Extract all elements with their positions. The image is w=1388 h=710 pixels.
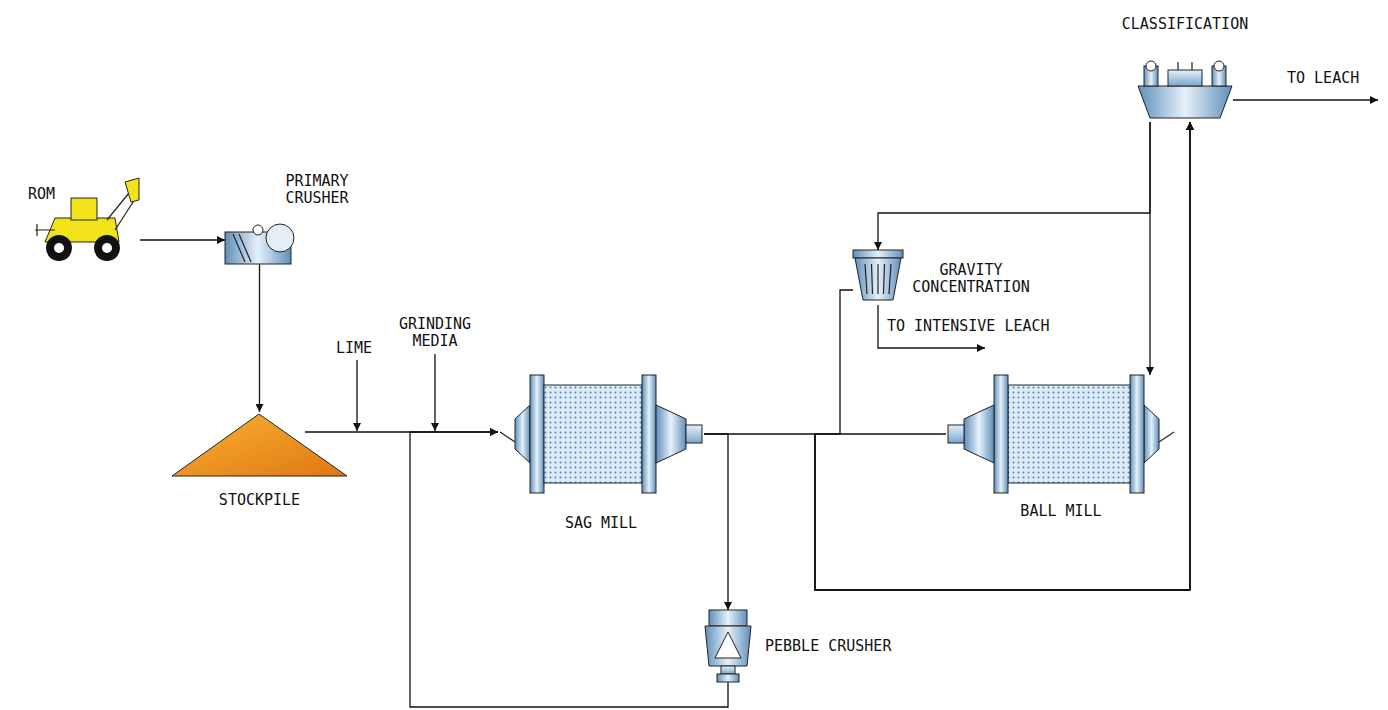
concentrator-ring	[877, 264, 878, 294]
stream-label: TO LEACH	[1287, 70, 1359, 87]
equipment-node: SAG MILL	[498, 375, 704, 493]
equipment-icon	[225, 222, 301, 264]
stream-label: TO INTENSIVE LEACH	[887, 318, 1050, 335]
feed-chute	[1159, 432, 1174, 442]
equipment-icon	[946, 375, 1176, 493]
concentrator-ring	[865, 264, 867, 294]
equipment-label: ROM	[28, 186, 55, 203]
equipment-node: BALL MILL	[946, 375, 1176, 493]
ball-mill-shape	[948, 375, 1174, 493]
equipment-icon	[172, 412, 347, 476]
cyclone-head	[1214, 61, 1224, 71]
mill-trunnion	[686, 425, 702, 443]
crusher-flywheel	[266, 224, 294, 252]
equipment-node: PEBBLE CRUSHER	[703, 610, 753, 682]
mill-cone	[964, 405, 994, 463]
flow-connector	[878, 122, 1150, 250]
mill-cone	[656, 405, 686, 463]
loader-wheel	[46, 235, 72, 261]
equipment-label: CLASSIFICATION	[1122, 16, 1248, 33]
crusher-jaw	[233, 234, 251, 262]
stream-label: GRINDING MEDIA	[392, 316, 478, 349]
mill-flange	[530, 375, 544, 493]
mill-shell	[1008, 385, 1130, 483]
crusher-mantle	[715, 632, 741, 658]
loader-hub	[54, 243, 64, 253]
concentrator-ring	[889, 264, 891, 294]
flow-connector	[259, 264, 260, 412]
concentrator-bowl	[855, 258, 901, 300]
mill-cone	[1144, 405, 1159, 463]
cyclone-distributor	[1138, 86, 1232, 118]
crusher-body	[705, 626, 751, 666]
loader-hub	[102, 243, 112, 253]
crusher-top	[709, 610, 747, 626]
reagent-arrows	[357, 100, 1378, 431]
crusher-base	[717, 674, 739, 682]
equipment-icon	[1138, 62, 1232, 122]
equipment-node: GRAVITY CONCENTRATION	[853, 250, 903, 304]
distributor-top	[1168, 70, 1202, 86]
equipment-icon	[703, 610, 753, 682]
mill-flange	[994, 375, 1008, 493]
flow-connector	[704, 434, 728, 610]
equipment-label: STOCKPILE	[219, 492, 300, 509]
concentrator-ring	[872, 264, 873, 294]
loader-wheel	[94, 235, 120, 261]
flow-connector	[140, 239, 225, 240]
mill-flange	[642, 375, 656, 493]
equipment-node: STOCKPILE	[172, 412, 347, 476]
stream-label: LIME	[336, 340, 372, 357]
loader-cab	[71, 198, 97, 220]
equipment-label: BALL MILL	[1020, 503, 1101, 520]
flow-connector	[704, 122, 1190, 590]
lime-arrow	[356, 360, 357, 431]
equipment-label: PRIMARY CRUSHER	[275, 173, 359, 206]
equipment-label: PEBBLE CRUSHER	[765, 638, 891, 655]
cyclone-head	[1146, 61, 1156, 71]
loader-counterweight	[35, 224, 55, 236]
mill-cone	[515, 405, 530, 463]
concentrator-ring	[884, 264, 885, 294]
equipment-node: PRIMARY CRUSHER	[225, 222, 301, 264]
leach-arrow	[1233, 99, 1378, 100]
flow-connector	[815, 122, 1190, 590]
equipment-icon	[498, 375, 704, 493]
equipment-icon	[853, 250, 903, 304]
crusher-drive	[721, 666, 735, 674]
feed-chute	[500, 432, 515, 442]
equipment-label: GRAVITY CONCENTRATION	[905, 262, 1037, 295]
equipment-node: CLASSIFICATION	[1138, 62, 1232, 122]
equipment-label: SAG MILL	[565, 515, 637, 532]
ore-pile	[172, 414, 347, 476]
overflow-pipe	[1178, 62, 1192, 70]
concentrator-rim	[853, 250, 903, 258]
media-arrow	[434, 354, 435, 431]
mill-trunnion	[948, 425, 964, 443]
mill-shell	[544, 385, 642, 483]
mill-flange	[1130, 375, 1144, 493]
loader-bucket	[125, 178, 139, 202]
equipment-node: ROM	[15, 180, 140, 264]
flow-connector	[815, 122, 1190, 590]
crusher-pulley	[253, 225, 263, 235]
